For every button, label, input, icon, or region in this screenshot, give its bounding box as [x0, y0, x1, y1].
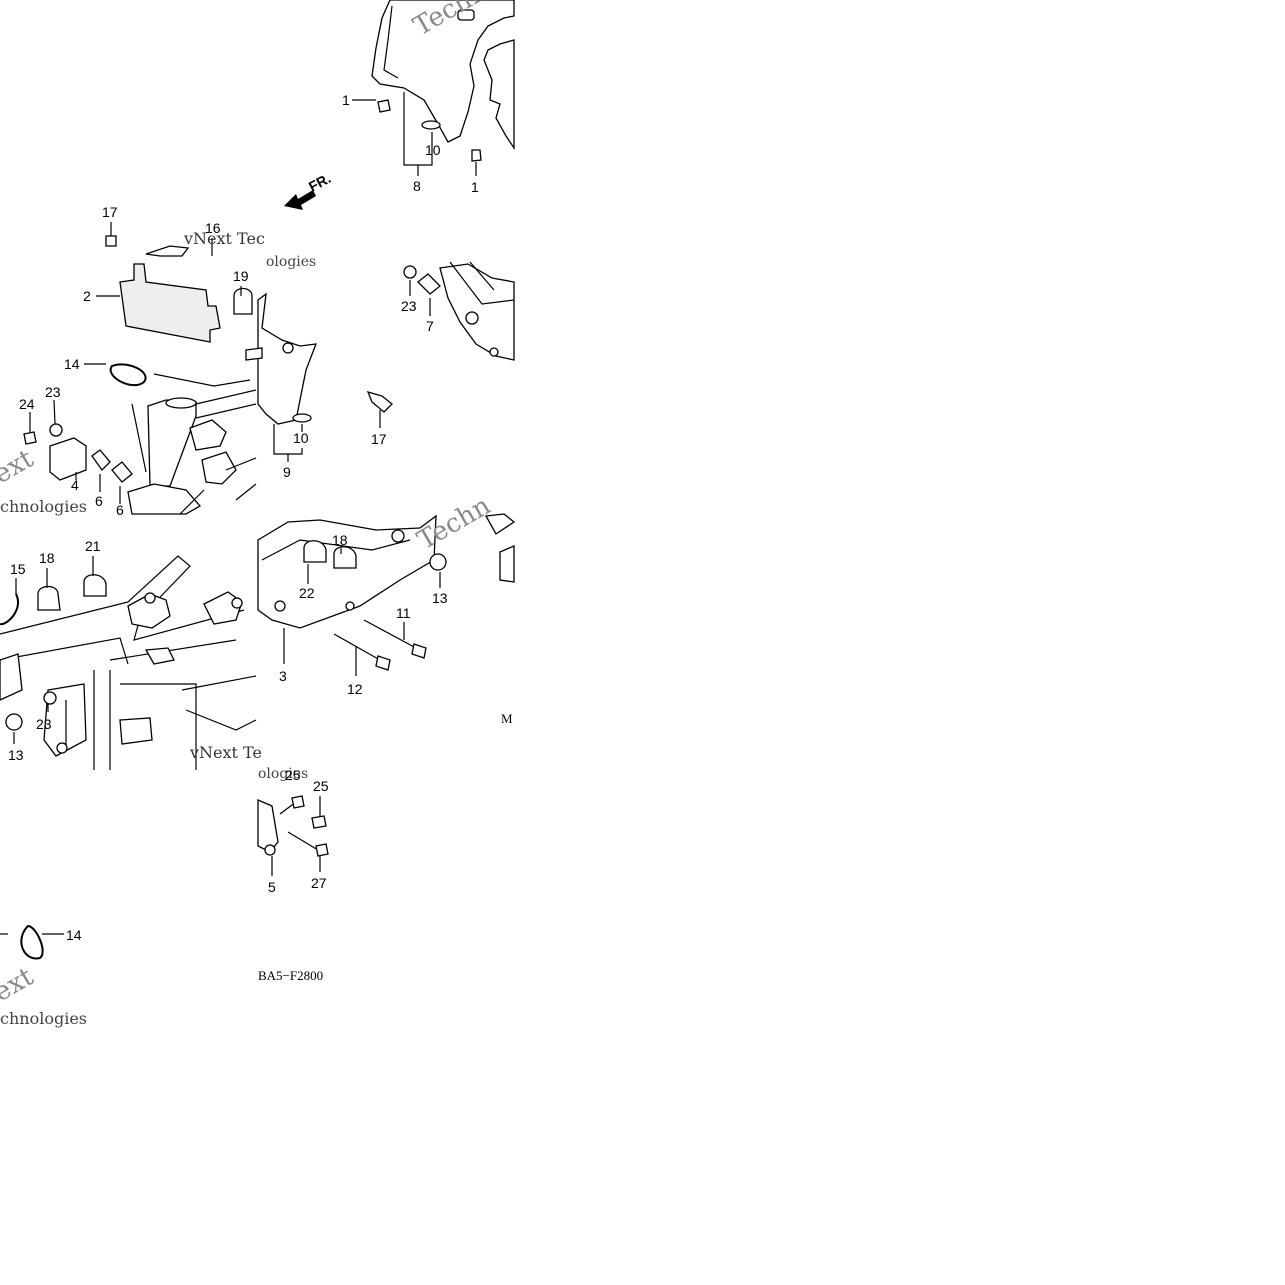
callout-label: 4	[71, 477, 79, 493]
callout-label: 10	[293, 430, 309, 446]
callout-label: 8	[413, 178, 421, 194]
callout-label: 18	[332, 532, 348, 548]
tile-upper-left	[23, 222, 257, 515]
callout-label: 13	[432, 590, 448, 606]
callout-label: 23	[401, 298, 417, 314]
callout-label: 24	[19, 396, 35, 412]
tile-lower-left	[0, 555, 257, 770]
callout-label: 23	[45, 384, 61, 400]
callout-label: 25	[285, 767, 301, 783]
watermark: Techn	[413, 491, 496, 556]
tile-bottom-left	[0, 924, 64, 960]
diagram-code: BA5−F2800	[258, 968, 323, 983]
callout-label: 15	[10, 561, 26, 577]
callout-label: 21	[85, 538, 101, 554]
callout-label: 5	[268, 879, 276, 895]
callout-label: 22	[299, 585, 315, 601]
callout-label: 23	[36, 716, 52, 732]
callout-label: 14	[66, 927, 82, 943]
callout-label: 25	[313, 778, 329, 794]
callout-label: 18	[39, 550, 55, 566]
callout-label: 2	[83, 288, 91, 304]
callout-label: 10	[425, 142, 441, 158]
tile-lower-right	[257, 513, 516, 676]
watermark: ologies	[266, 254, 316, 270]
front-direction-arrow-icon	[284, 190, 316, 210]
watermark: chnologies	[0, 1009, 87, 1028]
watermark: vNext Te	[189, 743, 262, 762]
callout-label: 6	[116, 502, 124, 518]
watermark: chnologies	[0, 497, 87, 516]
partial-label: M	[501, 711, 513, 726]
callout-label: 3	[279, 668, 287, 684]
tile-top	[284, 0, 515, 210]
callout-label: 1	[342, 92, 350, 108]
watermark: ologies	[258, 766, 308, 782]
callout-label: 17	[371, 431, 387, 447]
tile-upper-right	[245, 261, 515, 462]
callout-label: 11	[396, 605, 411, 621]
callout-label: 1	[471, 179, 479, 195]
watermark: ext	[0, 962, 39, 1009]
callout-label: 9	[283, 464, 291, 480]
callout-label: 13	[8, 747, 24, 763]
direction-label: FR.	[306, 170, 333, 195]
callout-label: 6	[95, 493, 103, 509]
callout-label: 16	[205, 220, 221, 236]
callout-label: 12	[347, 681, 363, 697]
callout-label: 17	[102, 204, 118, 220]
tile-bottom-right	[257, 795, 329, 876]
callout-label: 7	[426, 318, 434, 334]
watermark: ext	[0, 444, 39, 491]
callout-label: 14	[64, 356, 80, 372]
watermark: vNext Tec	[183, 229, 265, 248]
callout-label: 27	[311, 875, 327, 891]
callout-label: 19	[233, 268, 249, 284]
callout-layer: FR. 1 1 8 10 17 16 2 19 14 23 24 4 6 6 2…	[8, 92, 513, 983]
